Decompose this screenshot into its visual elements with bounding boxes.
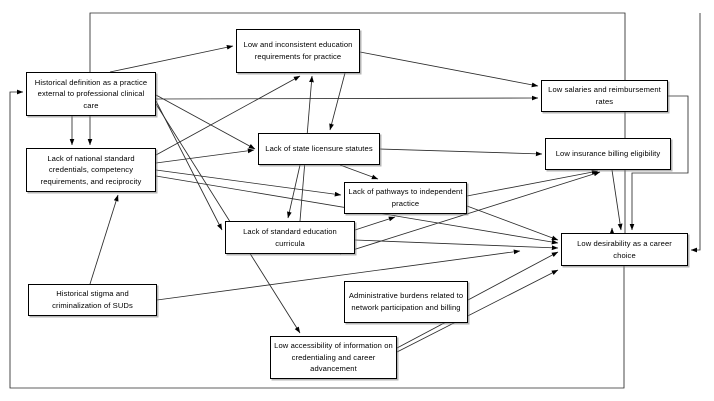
node-low-insurance-billing-eligibility[interactable]: Low insurance billing eligibility (545, 138, 671, 170)
node-low-desirability-career-choice[interactable]: Low desirability as a career choice (561, 233, 688, 266)
node-label: Lack of state licensure statutes (265, 144, 373, 154)
node-lack-standard-education-curricula[interactable]: Lack of standard education curricula (225, 221, 355, 254)
node-low-accessibility-information-credentialing[interactable]: Low accessibility of information on cred… (270, 336, 397, 379)
node-historical-definition-external-practice[interactable]: Historical definition as a practice exte… (26, 72, 156, 116)
node-low-inconsistent-education-requirements[interactable]: Low and inconsistent education requireme… (236, 29, 360, 73)
node-low-salaries-reimbursement[interactable]: Low salaries and reimbursement rates (541, 80, 668, 112)
node-administrative-burdens-network[interactable]: Administrative burdens related to networ… (344, 281, 468, 323)
node-label: Low insurance billing eligibility (555, 149, 661, 159)
node-label: Lack of pathways to independent practice (348, 187, 463, 208)
node-label: Lack of national standard credentials, c… (40, 153, 142, 186)
node-historical-stigma-criminalization[interactable]: Historical stigma and criminalization of… (28, 284, 157, 316)
node-lack-national-standard-credentials[interactable]: Lack of national standard credentials, c… (26, 148, 156, 192)
node-lack-pathways-independent-practice[interactable]: Lack of pathways to independent practice (344, 182, 467, 214)
node-lack-state-licensure-statutes[interactable]: Lack of state licensure statutes (258, 133, 380, 165)
node-label: Low salaries and reimbursement rates (548, 85, 661, 106)
node-label: Historical definition as a practice exte… (34, 77, 148, 110)
node-label: Low desirability as a career choice (577, 238, 672, 260)
node-label: Low accessibility of information on cred… (274, 341, 393, 374)
node-label: Historical stigma and criminalization of… (52, 289, 133, 310)
node-label: Administrative burdens related to networ… (348, 291, 464, 312)
node-label: Low and inconsistent education requireme… (243, 40, 353, 61)
node-label: Lack of standard education curricula (243, 226, 337, 248)
edge-group (9, 12, 701, 389)
